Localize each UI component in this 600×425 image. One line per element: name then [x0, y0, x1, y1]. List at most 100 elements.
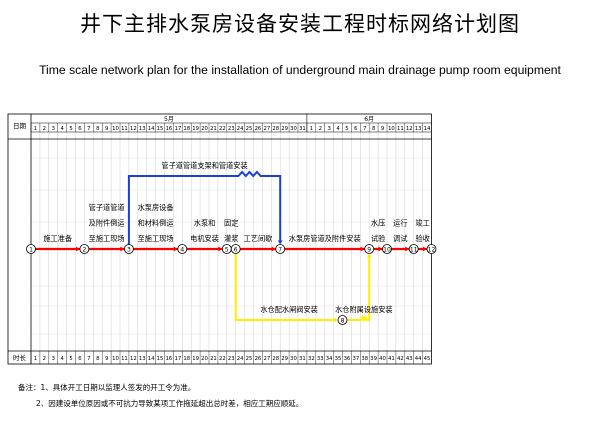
duration-number: 16	[166, 356, 173, 362]
day-number: 7	[363, 126, 366, 132]
event-node-number: 4	[180, 246, 184, 253]
day-number: 11	[397, 126, 404, 132]
duration-number: 26	[255, 356, 262, 362]
activity-label: 运行	[393, 219, 407, 228]
duration-number: 29	[281, 356, 288, 362]
event-node	[26, 244, 36, 254]
duration-number: 9	[105, 356, 108, 362]
event-node	[177, 244, 188, 254]
day-number: 27	[263, 126, 270, 132]
activity-label: 水泵房设备	[138, 203, 174, 212]
duration-number: 24	[237, 356, 244, 362]
duration-number: 25	[246, 356, 253, 362]
duration-number: 13	[139, 356, 146, 362]
activity-label: 管子道管道	[89, 203, 125, 212]
remark-1: 备注：1、具体开工日期以监理人签发的开工令为准。	[18, 383, 196, 392]
activity-label: 施工准备	[43, 234, 72, 243]
arrow-head	[120, 246, 125, 252]
activity-label: 至施工现场	[89, 234, 125, 243]
day-number: 22	[219, 126, 226, 132]
activity-label: 至施工现场	[138, 234, 174, 243]
day-number: 26	[255, 126, 262, 132]
event-node	[364, 244, 375, 254]
duration-number: 3	[52, 356, 55, 362]
day-number: 25	[246, 126, 253, 132]
branch-arrow-pipe-support	[127, 170, 282, 245]
arrow-head	[173, 246, 178, 252]
date-label: 日期	[13, 122, 27, 130]
event-node-number: 9	[367, 246, 371, 253]
day-number: 13	[415, 126, 422, 132]
day-number: 8	[372, 126, 376, 132]
day-number: 6	[78, 126, 82, 132]
arrow-head	[218, 246, 223, 252]
day-number: 15	[157, 126, 164, 132]
chart-title-chinese: 井下主排水泵房设备安装工程时标网络计划图	[80, 12, 520, 36]
day-number: 3	[327, 126, 330, 132]
arrow-head	[366, 253, 372, 258]
activity-label: 管子道管道支架和管道安装	[161, 161, 247, 170]
day-number: 31	[299, 126, 306, 132]
activity-label: 和材料倒运	[138, 219, 174, 228]
day-number: 5	[69, 126, 72, 132]
activity-label: 电机安装	[190, 234, 219, 243]
day-number: 13	[139, 126, 146, 132]
duration-number: 45	[424, 356, 431, 362]
event-node	[230, 244, 241, 254]
duration-number: 44	[415, 356, 422, 362]
duration-number: 42	[397, 356, 404, 362]
activity-label: 水泵和	[194, 219, 216, 228]
day-number: 16	[166, 126, 173, 132]
event-node-number: 6	[234, 246, 238, 253]
duration-number: 36	[344, 356, 351, 362]
duration-number: 43	[406, 356, 413, 362]
event-node-number: 7	[278, 246, 282, 253]
activity-label: 固定	[224, 219, 238, 228]
duration-number: 10	[112, 356, 119, 362]
event-node	[426, 244, 437, 254]
duration-number: 37	[352, 356, 359, 362]
event-node-number: 5	[225, 246, 229, 253]
duration-number: 38	[361, 356, 368, 362]
event-node-number: 1	[29, 246, 33, 253]
activity-label: 工艺间歇	[244, 234, 273, 243]
event-node-number: 12	[428, 246, 436, 253]
event-node	[337, 315, 348, 325]
duration-number: 33	[317, 356, 324, 362]
event-node-number: 3	[127, 246, 131, 253]
month-june: 6月	[364, 116, 374, 123]
duration-number: 14	[148, 356, 155, 362]
duration-number: 31	[299, 356, 306, 362]
duration-number: 4	[60, 356, 64, 362]
month-may: 5月	[164, 116, 174, 123]
activity-label: 水压	[371, 219, 385, 228]
arrow-head	[405, 246, 410, 252]
activity-labels: 施工准备管子道管道及附件倒运至施工现场水泵房设备和材料倒运至施工现场水泵和电机安…	[43, 161, 429, 314]
day-number: 17	[174, 126, 181, 132]
day-number: 24	[237, 126, 244, 132]
duration-number: 15	[157, 356, 164, 362]
table-frame	[7, 113, 432, 365]
activity-label: 水仓配水闸阀安装	[260, 305, 318, 314]
day-number: 28	[272, 126, 279, 132]
event-node-number: 2	[82, 246, 86, 253]
duration-number: 35	[335, 356, 342, 362]
duration-number: 32	[308, 356, 315, 362]
activity-label: 竣工	[415, 219, 429, 228]
event-node	[408, 244, 419, 254]
timescale-grid	[31, 132, 432, 351]
duration-number: 34	[326, 356, 333, 362]
day-number: 4	[60, 126, 64, 132]
duration-number: 27	[263, 356, 270, 362]
day-number: 12	[130, 126, 137, 132]
activity-label: 调试	[393, 234, 407, 243]
day-number: 2	[319, 126, 322, 132]
day-number: 10	[388, 126, 395, 132]
duration-number: 6	[78, 356, 82, 362]
duration-number: 22	[219, 356, 226, 362]
activity-label: 水仓附属设施安装	[335, 305, 393, 314]
duration-number: 21	[210, 356, 217, 362]
day-number: 18	[183, 126, 190, 132]
